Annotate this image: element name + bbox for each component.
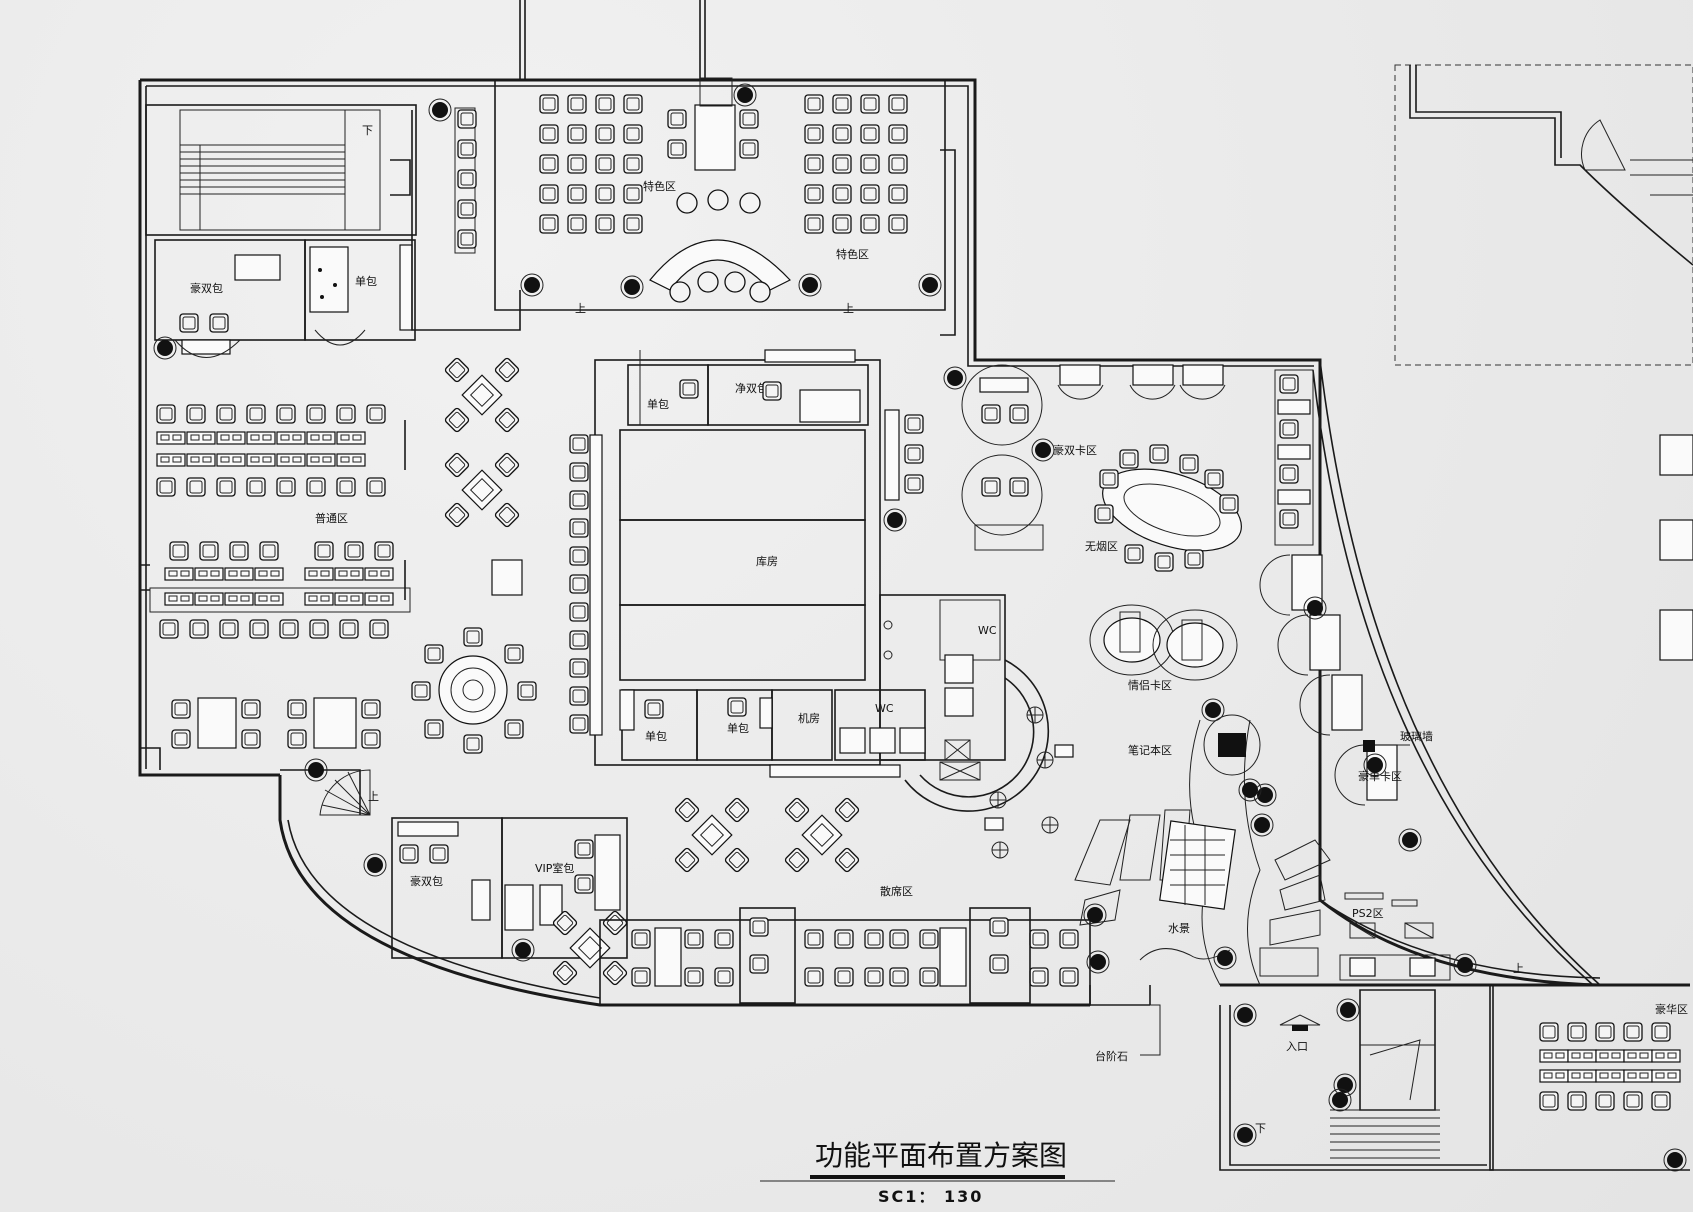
label-common-area: 普通区	[315, 511, 348, 525]
label-entrance: 入口	[1286, 1040, 1308, 1053]
feature-zone-top: 特色区 特色区 上 上	[411, 77, 956, 336]
notebook-water-area: 笔记本区 水景	[1074, 698, 1331, 986]
top-left-private-rooms: 豪双包 单包	[153, 239, 416, 360]
label-luxury-zone: 豪华区	[1655, 1002, 1688, 1016]
feature-grid-right	[804, 94, 908, 234]
label-hao-shuang-bao-1: 豪双包	[190, 281, 223, 295]
label-deluxe-single-booth: 豪单卡区	[1358, 769, 1402, 783]
right-edge-desks	[1659, 434, 1693, 661]
svg-text:上: 上	[843, 302, 854, 315]
label-single-room-bottom-1: 单包	[645, 730, 667, 743]
label-stone-steps: 台阶石	[1095, 1049, 1128, 1063]
common-area-rows: 普通区	[140, 404, 411, 770]
right-column-chairs	[884, 409, 924, 501]
label-machine-room: 机房	[798, 711, 820, 725]
ps2-area: PS2区 上	[1339, 892, 1524, 981]
left-column-chairs	[569, 434, 603, 736]
right-middle-zones: 豪双卡区 无烟区 情侣卡区	[943, 364, 1242, 692]
central-block: 库房 单包 净双包 单包 单包 机房	[569, 349, 924, 766]
hall-booth-row-bottom	[631, 967, 1079, 987]
label-wc-2: WC	[875, 702, 894, 715]
bottom-left-rooms: 豪双包 VIP室包	[391, 817, 628, 986]
label-single-room-bottom-2: 单包	[727, 722, 749, 735]
label-wc-1: WC	[978, 624, 997, 637]
label-vip-room: VIP室包	[535, 861, 574, 875]
drawing-title: 功能平面布置方案图	[815, 1139, 1067, 1172]
label-notebook-area: 笔记本区	[1128, 743, 1172, 757]
label-water-feature: 水景	[1168, 922, 1190, 935]
svg-text:下: 下	[362, 124, 373, 137]
label-single-room-mid: 单包	[647, 398, 669, 411]
outer-walls	[138, 0, 1690, 1171]
svg-text:上: 上	[575, 302, 586, 315]
deluxe-single-booths: 玻璃墙 豪单卡区	[1259, 369, 1433, 852]
label-deluxe-double-booth: 豪双卡区	[1053, 443, 1097, 457]
hall-booth-row-top	[631, 929, 1079, 949]
svg-text:下: 下	[1255, 1122, 1266, 1135]
bottom-right-zone: 豪华区	[1539, 1002, 1688, 1172]
top-left-stair: 下	[145, 104, 417, 236]
label-dan-bao-top: 单包	[355, 275, 377, 288]
label-clean-double-room: 净双包	[735, 381, 768, 395]
feature-grid-left	[539, 94, 643, 234]
circular-area	[904, 659, 1074, 859]
svg-text:上: 上	[368, 790, 379, 803]
title-block: 功能平面布置方案图 SC1： 130	[760, 1139, 1115, 1206]
label-feature-zone-2: 特色区	[836, 247, 869, 261]
central-tables	[411, 357, 860, 872]
label-non-smoking: 无烟区	[1085, 539, 1118, 553]
top-right-area	[1394, 64, 1693, 661]
label-ps2-zone: PS2区	[1352, 907, 1384, 920]
label-storage: 库房	[756, 555, 778, 568]
entrance-area: 台阶石 入口 下	[1089, 985, 1440, 1159]
hall-booths: 散席区	[599, 884, 1091, 1006]
label-glass-wall: 玻璃墙	[1400, 729, 1433, 743]
label-hall-area: 散席区	[880, 884, 913, 898]
label-feature-zone-1: 特色区	[643, 179, 676, 193]
svg-text:上: 上	[1513, 962, 1524, 975]
drawing-scale: SC1： 130	[878, 1187, 983, 1206]
paving-stones	[1074, 809, 1331, 946]
couple-booths	[1089, 604, 1238, 681]
label-couple-booth: 情侣卡区	[1128, 678, 1172, 692]
wc-block: WC WC	[769, 594, 1006, 781]
spiral-stair-left: 上	[280, 758, 387, 877]
label-hao-shuang-bao-2: 豪双包	[410, 874, 443, 888]
